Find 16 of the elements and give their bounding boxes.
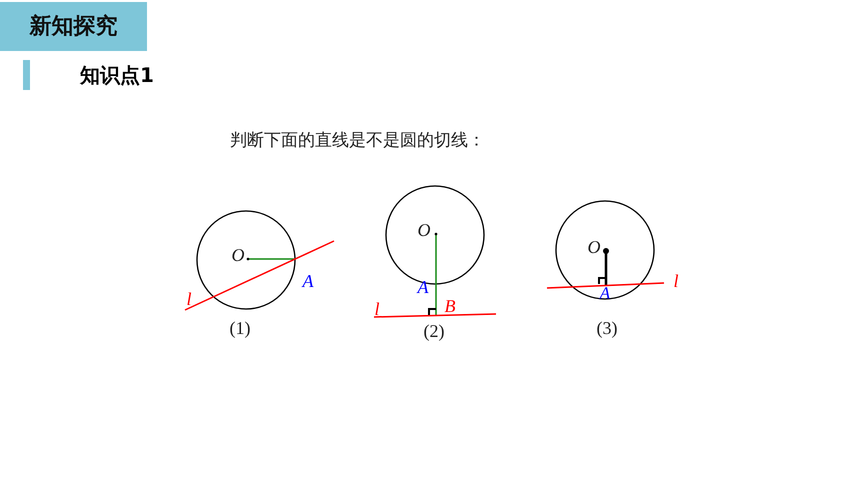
line-label: l bbox=[674, 272, 678, 290]
figure-number: (1) bbox=[230, 319, 250, 337]
title-banner: 新知探究 bbox=[0, 2, 147, 51]
point-label: O bbox=[418, 221, 430, 239]
line-label: l bbox=[186, 290, 192, 308]
point-label: O bbox=[588, 238, 600, 256]
line-label: l bbox=[374, 300, 380, 318]
point-label: A bbox=[600, 284, 610, 302]
section-heading: 知识点1 bbox=[80, 65, 154, 85]
point-label: A bbox=[418, 278, 428, 296]
figure-number: (2) bbox=[424, 322, 444, 340]
figure-number: (3) bbox=[596, 319, 618, 337]
point-label: A bbox=[302, 272, 314, 290]
point-label: O bbox=[232, 246, 244, 264]
question-text: 判断下面的直线是不是圆的切线： bbox=[230, 132, 485, 150]
point-label: B bbox=[444, 297, 456, 315]
